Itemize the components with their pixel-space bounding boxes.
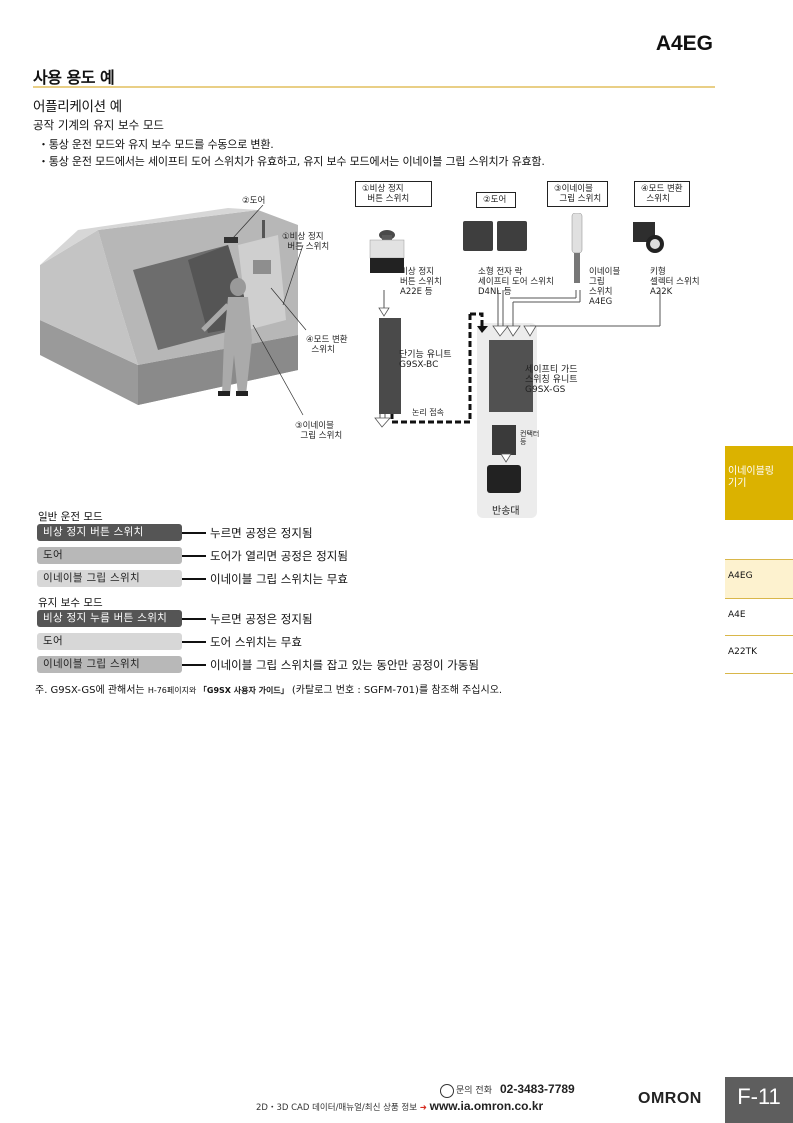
product-door-label: 소형 전자 락 세이프티 도어 스위치 D4NL 등	[478, 267, 554, 297]
box-mode: ④모드 변환 스위치	[634, 181, 690, 207]
conveyor-label: 반송대	[492, 506, 520, 517]
door-switch-image-2	[497, 221, 527, 251]
sidebar-tab-a4eg[interactable]: A4EG	[725, 560, 793, 598]
door-switch-image-1	[463, 221, 493, 251]
product-estop-label: 비상 정지 버튼 스위치 A22E 등	[400, 267, 442, 297]
mode-label-normal: 일반 운전 모드	[38, 511, 103, 523]
note-prefix: 주. G9SX-GS에 관해서는	[35, 685, 148, 696]
key-selector-switch-image	[633, 222, 664, 253]
sidebar-divider	[725, 598, 793, 599]
footnote: 주. G9SX-GS에 관해서는 H-76페이지와 「G9SX 사용자 가이드」…	[35, 681, 502, 696]
callout-mode-switch: ④모드 변환 스위치	[306, 335, 348, 355]
phone-icon	[440, 1083, 454, 1098]
connector-line	[182, 618, 206, 620]
callout-estop: ①비상 정지 버튼 스위치	[282, 232, 330, 252]
normal-mode-estop-desc: 누르면 공정은 정지됨	[210, 526, 313, 540]
normal-mode-estop: 비상 정지 버튼 스위치	[37, 524, 182, 541]
note-guide: 「G9SX 사용자 가이드」	[198, 686, 289, 695]
footer-phone: 문의 전화 02-3483-7789	[440, 1082, 575, 1098]
connector-line	[182, 641, 206, 643]
bullet-1: ・통상 운전 모드와 유지 보수 모드를 수동으로 변환.	[38, 138, 274, 151]
box-estop: ①비상 정지 버튼 스위치	[355, 181, 432, 207]
unit-bc-label: 단기능 유니트 G9SX-BC	[399, 350, 452, 370]
note-suffix: (카탈로그 번호 : SGFM-701)를 참조해 주십시오.	[288, 685, 503, 696]
normal-mode-grip-desc: 이네이블 그립 스위치는 무효	[210, 572, 348, 586]
maintenance-mode-grip-desc: 이네이블 그립 스위치를 잡고 있는 동안만 공정이 가동됨	[210, 658, 479, 672]
arrow-right-icon: ➜	[419, 1103, 427, 1113]
sidebar-category[interactable]: 이네이블링 기기	[725, 446, 793, 520]
connector-line	[182, 578, 206, 580]
sidebar-divider	[725, 635, 793, 636]
connector-line	[182, 532, 206, 534]
web-label: 2D・3D CAD 데이터/매뉴얼/최신 상품 정보	[256, 1103, 420, 1113]
product-selector-label: 키형 셀렉터 스위치 A22K	[650, 267, 700, 297]
contactor-label: 컨택터 등	[520, 430, 540, 446]
normal-mode-door-desc: 도어가 열리면 공정은 정지됨	[210, 549, 348, 563]
product-code: A4EG	[655, 32, 713, 55]
sidebar-divider	[725, 559, 793, 560]
sidebar-divider	[725, 673, 793, 674]
bullet-2: ・통상 운전 모드에서는 세이프티 도어 스위치가 유효하고, 유지 보수 모드…	[38, 155, 545, 168]
page-number: F-11	[725, 1077, 793, 1123]
case-title: 공작 기계의 유지 보수 모드	[33, 118, 165, 132]
box-door: ②도어	[476, 192, 516, 208]
sidebar-tab-a4e[interactable]: A4E	[728, 610, 746, 620]
contactor-arrow	[500, 453, 512, 463]
website-link[interactable]: www.ia.omron.co.kr	[429, 1099, 544, 1113]
logic-connection-label: 논리 접속	[412, 408, 444, 417]
omron-logo: OMRON	[638, 1090, 702, 1107]
normal-mode-grip: 이네이블 그립 스위치	[37, 570, 182, 587]
product-grip-label: 이네이블 그립 스위치 A4EG	[589, 267, 621, 307]
title-divider	[33, 86, 715, 88]
section-title: 사용 용도 예	[33, 68, 115, 87]
connector-line	[182, 555, 206, 557]
maintenance-mode-estop: 비상 정지 누름 버튼 스위치	[37, 610, 182, 627]
note-page-ref[interactable]: H-76페이지와	[147, 686, 199, 695]
flow-lines	[374, 290, 661, 428]
normal-mode-door: 도어	[37, 547, 182, 564]
enable-grip-switch-image	[571, 213, 583, 283]
phone-label: 문의 전화	[456, 1086, 492, 1096]
phone-number: 02-3483-7789	[499, 1082, 575, 1096]
maintenance-mode-estop-desc: 누르면 공정은 정지됨	[210, 612, 313, 626]
maintenance-mode-door: 도어	[37, 633, 182, 650]
mode-label-maintenance: 유지 보수 모드	[38, 597, 103, 609]
callout-door: ②도어	[242, 196, 266, 206]
motor-image	[487, 465, 521, 493]
g9sx-bc-unit-image	[379, 318, 401, 414]
application-subtitle: 어플리케이션 예	[33, 99, 122, 115]
contactor-image	[492, 425, 516, 455]
estop-switch-image	[369, 230, 405, 273]
connector-line	[182, 664, 206, 666]
maintenance-mode-door-desc: 도어 스위치는 무효	[210, 635, 302, 649]
sidebar-tab-a22tk[interactable]: A22TK	[728, 647, 758, 657]
g9sx-gs-unit-image	[489, 340, 533, 412]
footer-web: 2D・3D CAD 데이터/매뉴얼/최신 상품 정보 ➜ www.ia.omro…	[256, 1099, 543, 1113]
callout-grip-switch: ③이네이블 그립 스위치	[295, 421, 343, 441]
unit-gs-label: 세이프티 가드 스위칭 유니트 G9SX-GS	[525, 365, 578, 395]
machine-tool-illustration	[40, 205, 307, 416]
maintenance-mode-grip: 이네이블 그립 스위치	[37, 656, 182, 673]
box-grip: ③이네이블 그립 스위치	[547, 181, 608, 207]
